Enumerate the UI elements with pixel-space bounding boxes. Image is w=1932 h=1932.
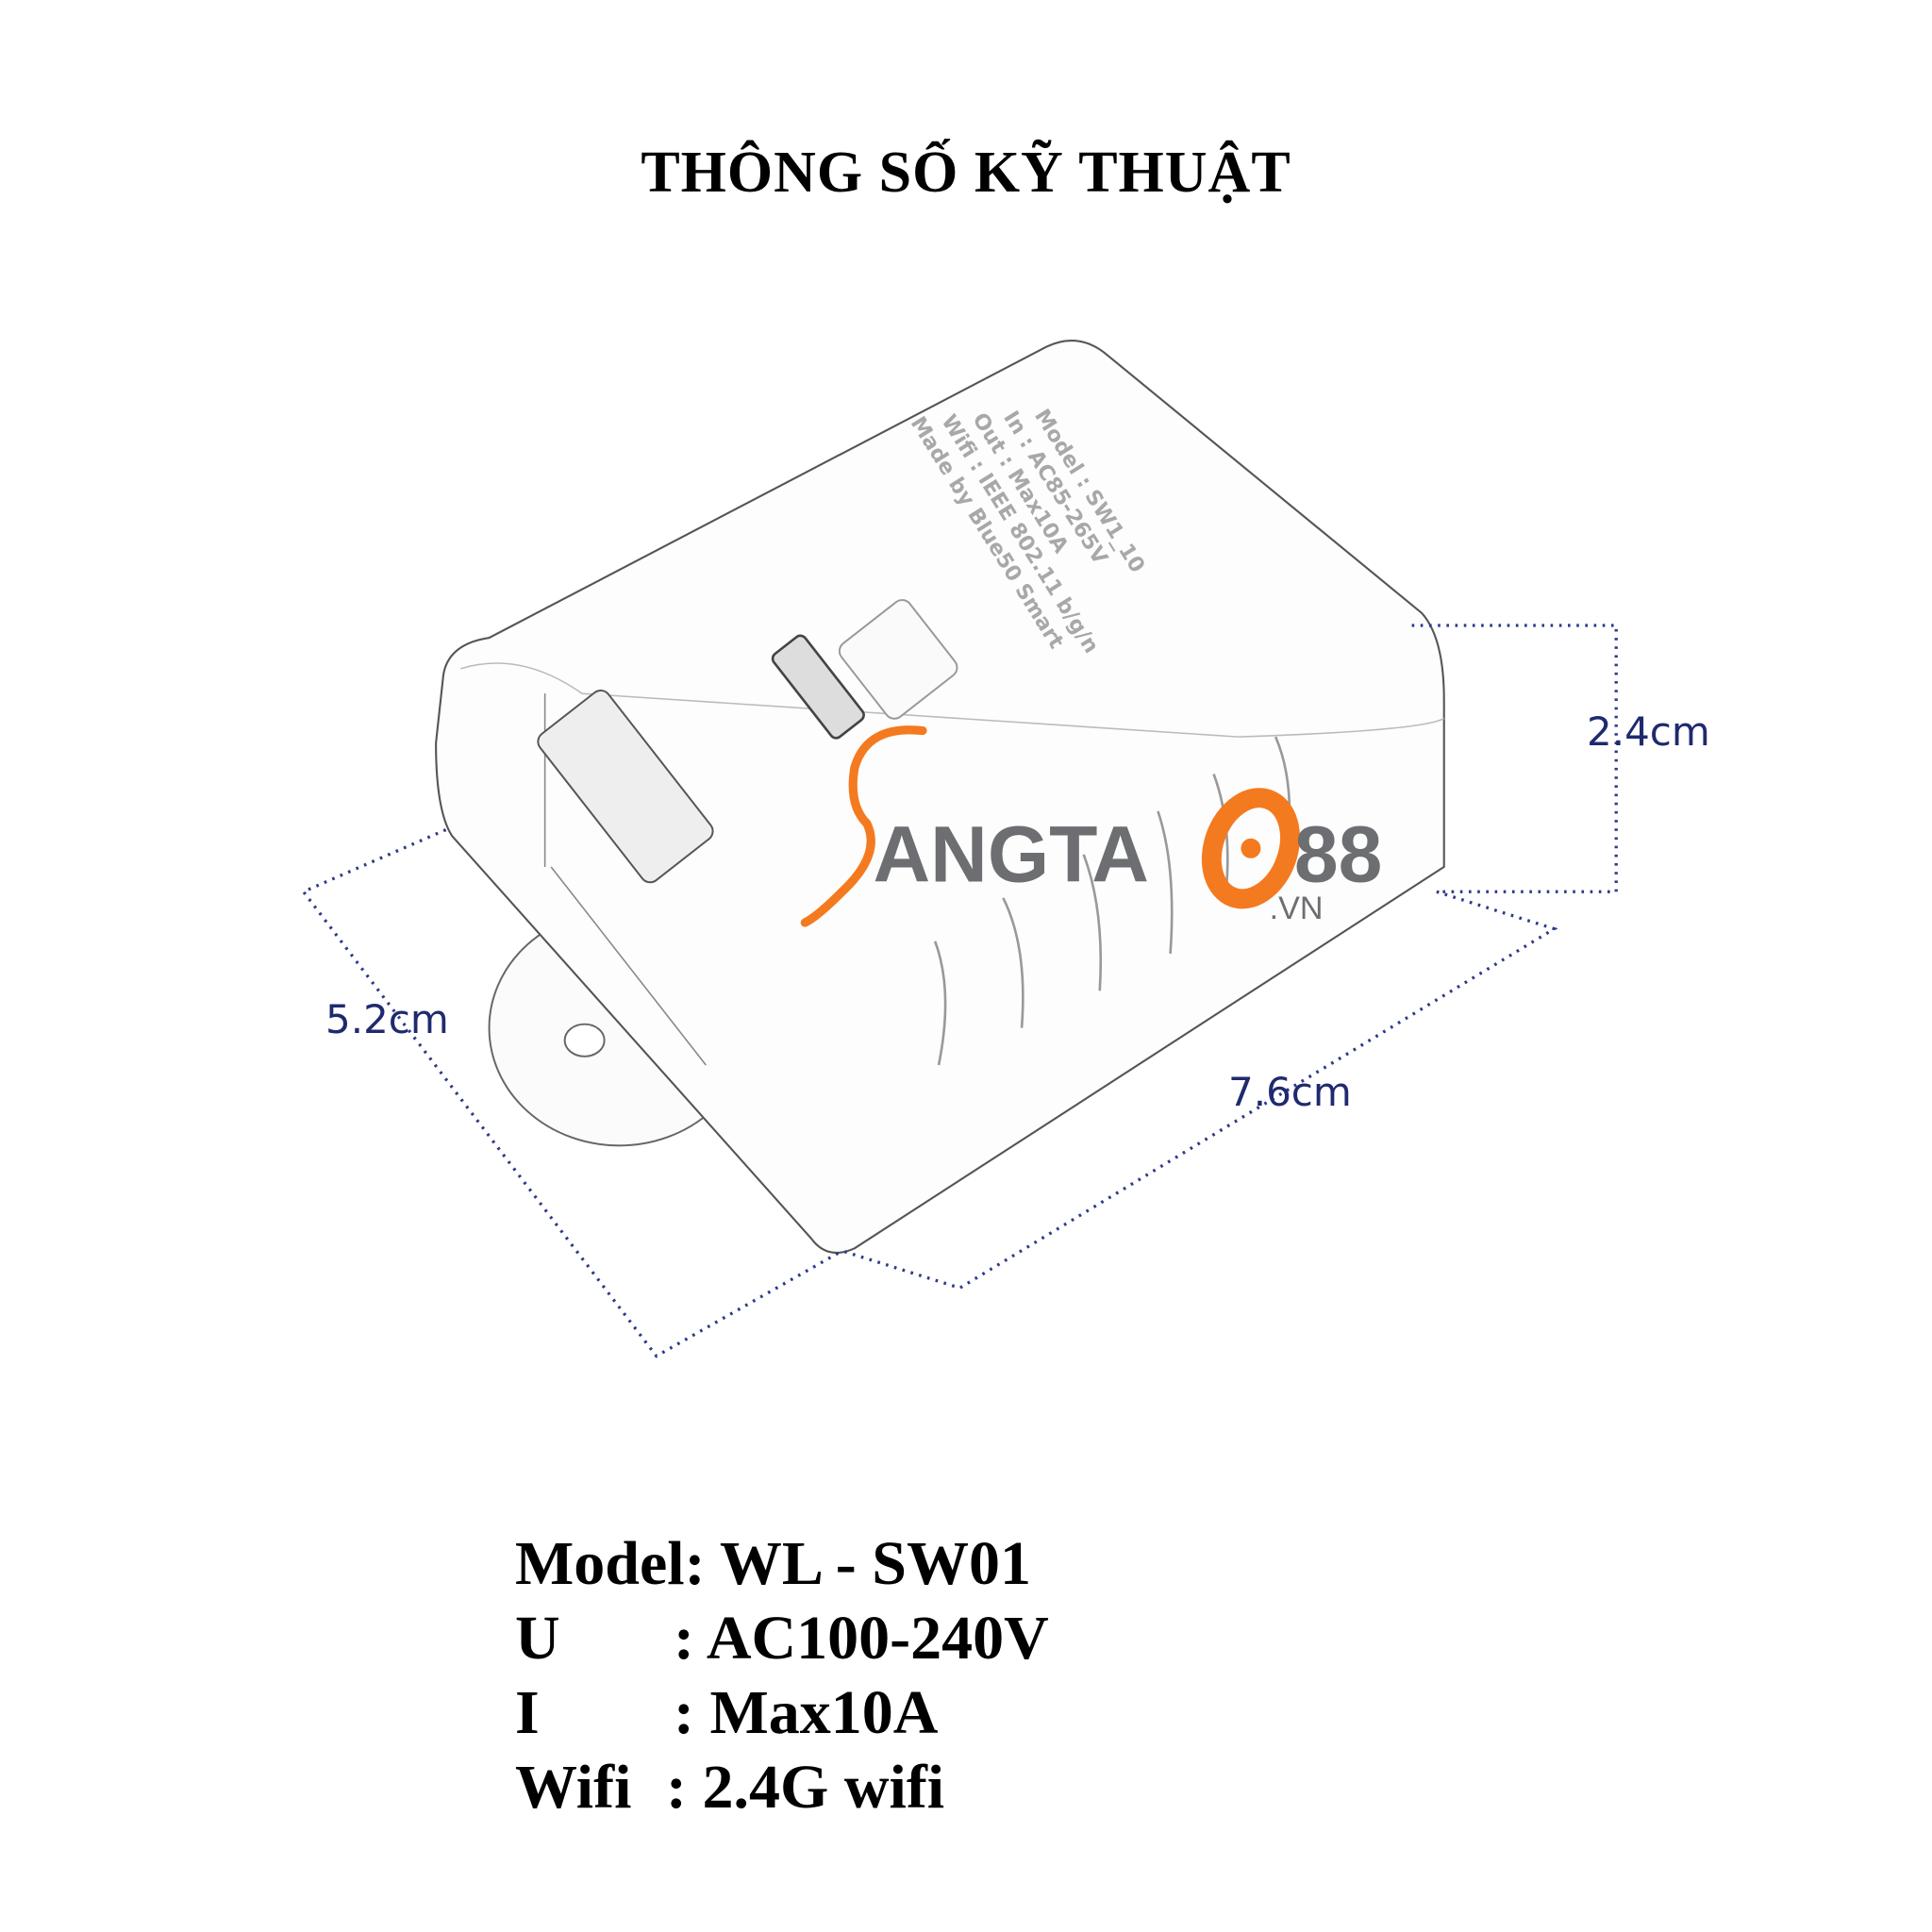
side-button xyxy=(537,690,714,884)
sangtao88-logo: ANGTA 88 .VN xyxy=(800,725,1382,927)
device-body xyxy=(435,340,1445,1255)
width-label: 5.2cm xyxy=(325,996,449,1042)
pair-button xyxy=(838,599,958,720)
length-label: 7.6cm xyxy=(1228,1069,1352,1115)
spec-wifi: Wifi: 2.4G wifi xyxy=(515,1753,945,1822)
mounting-hole xyxy=(563,1023,606,1058)
device-edge xyxy=(460,662,1445,738)
spec-voltage: U: AC100-240V xyxy=(515,1604,1049,1673)
svg-text:ANGTA: ANGTA xyxy=(874,810,1149,899)
height-label: 2.4cm xyxy=(1587,708,1710,755)
spec-model: Model: WL - SW01 xyxy=(515,1529,1031,1598)
led-window xyxy=(771,634,865,740)
page-title: THÔNG SỐ KỸ THUẬT xyxy=(641,141,1291,205)
spec-list: Model: WL - SW01 U: AC100-240V I: Max10A… xyxy=(515,1526,1049,1824)
svg-text:.VN: .VN xyxy=(1270,891,1324,926)
spec-current: I: Max10A xyxy=(515,1678,939,1747)
svg-text:88: 88 xyxy=(1294,810,1382,899)
length-dimension-line xyxy=(841,890,1558,1291)
